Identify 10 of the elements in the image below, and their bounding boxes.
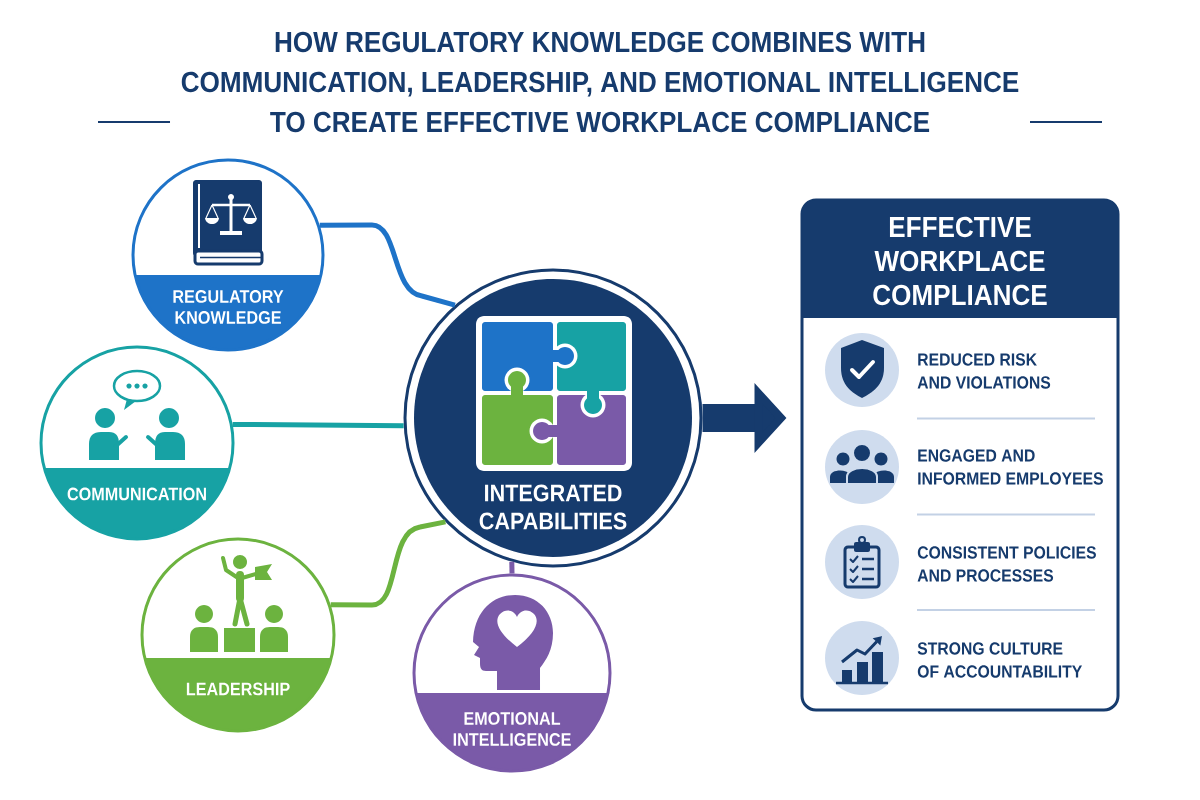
item-text: STRONG CULTURE OF ACCOUNTABILITY <box>917 642 1082 678</box>
item-text: CONSISTENT POLICIES AND PROCESSES <box>917 546 1096 582</box>
connector-line <box>330 519 446 608</box>
panel-header: EFFECTIVE WORKPLACE COMPLIANCE <box>802 200 1118 318</box>
connector-line <box>509 561 515 574</box>
item-text: ENGAGED AND INFORMED EMPLOYEES <box>918 449 1103 485</box>
connector-line <box>232 421 404 429</box>
title: HOW REGULATORY KNOWLEDGE COMBINES WITH COMMUNICATION, LEADERSHIP, AND EMOTIONAL INTELLIGENCE TO CREATE EFFECTIVE WORKPLACE COMPLIANCE <box>181 31 1019 133</box>
connector-line <box>319 222 456 308</box>
item-text: REDUCED RISK AND VIOLATIONS <box>917 353 1051 389</box>
